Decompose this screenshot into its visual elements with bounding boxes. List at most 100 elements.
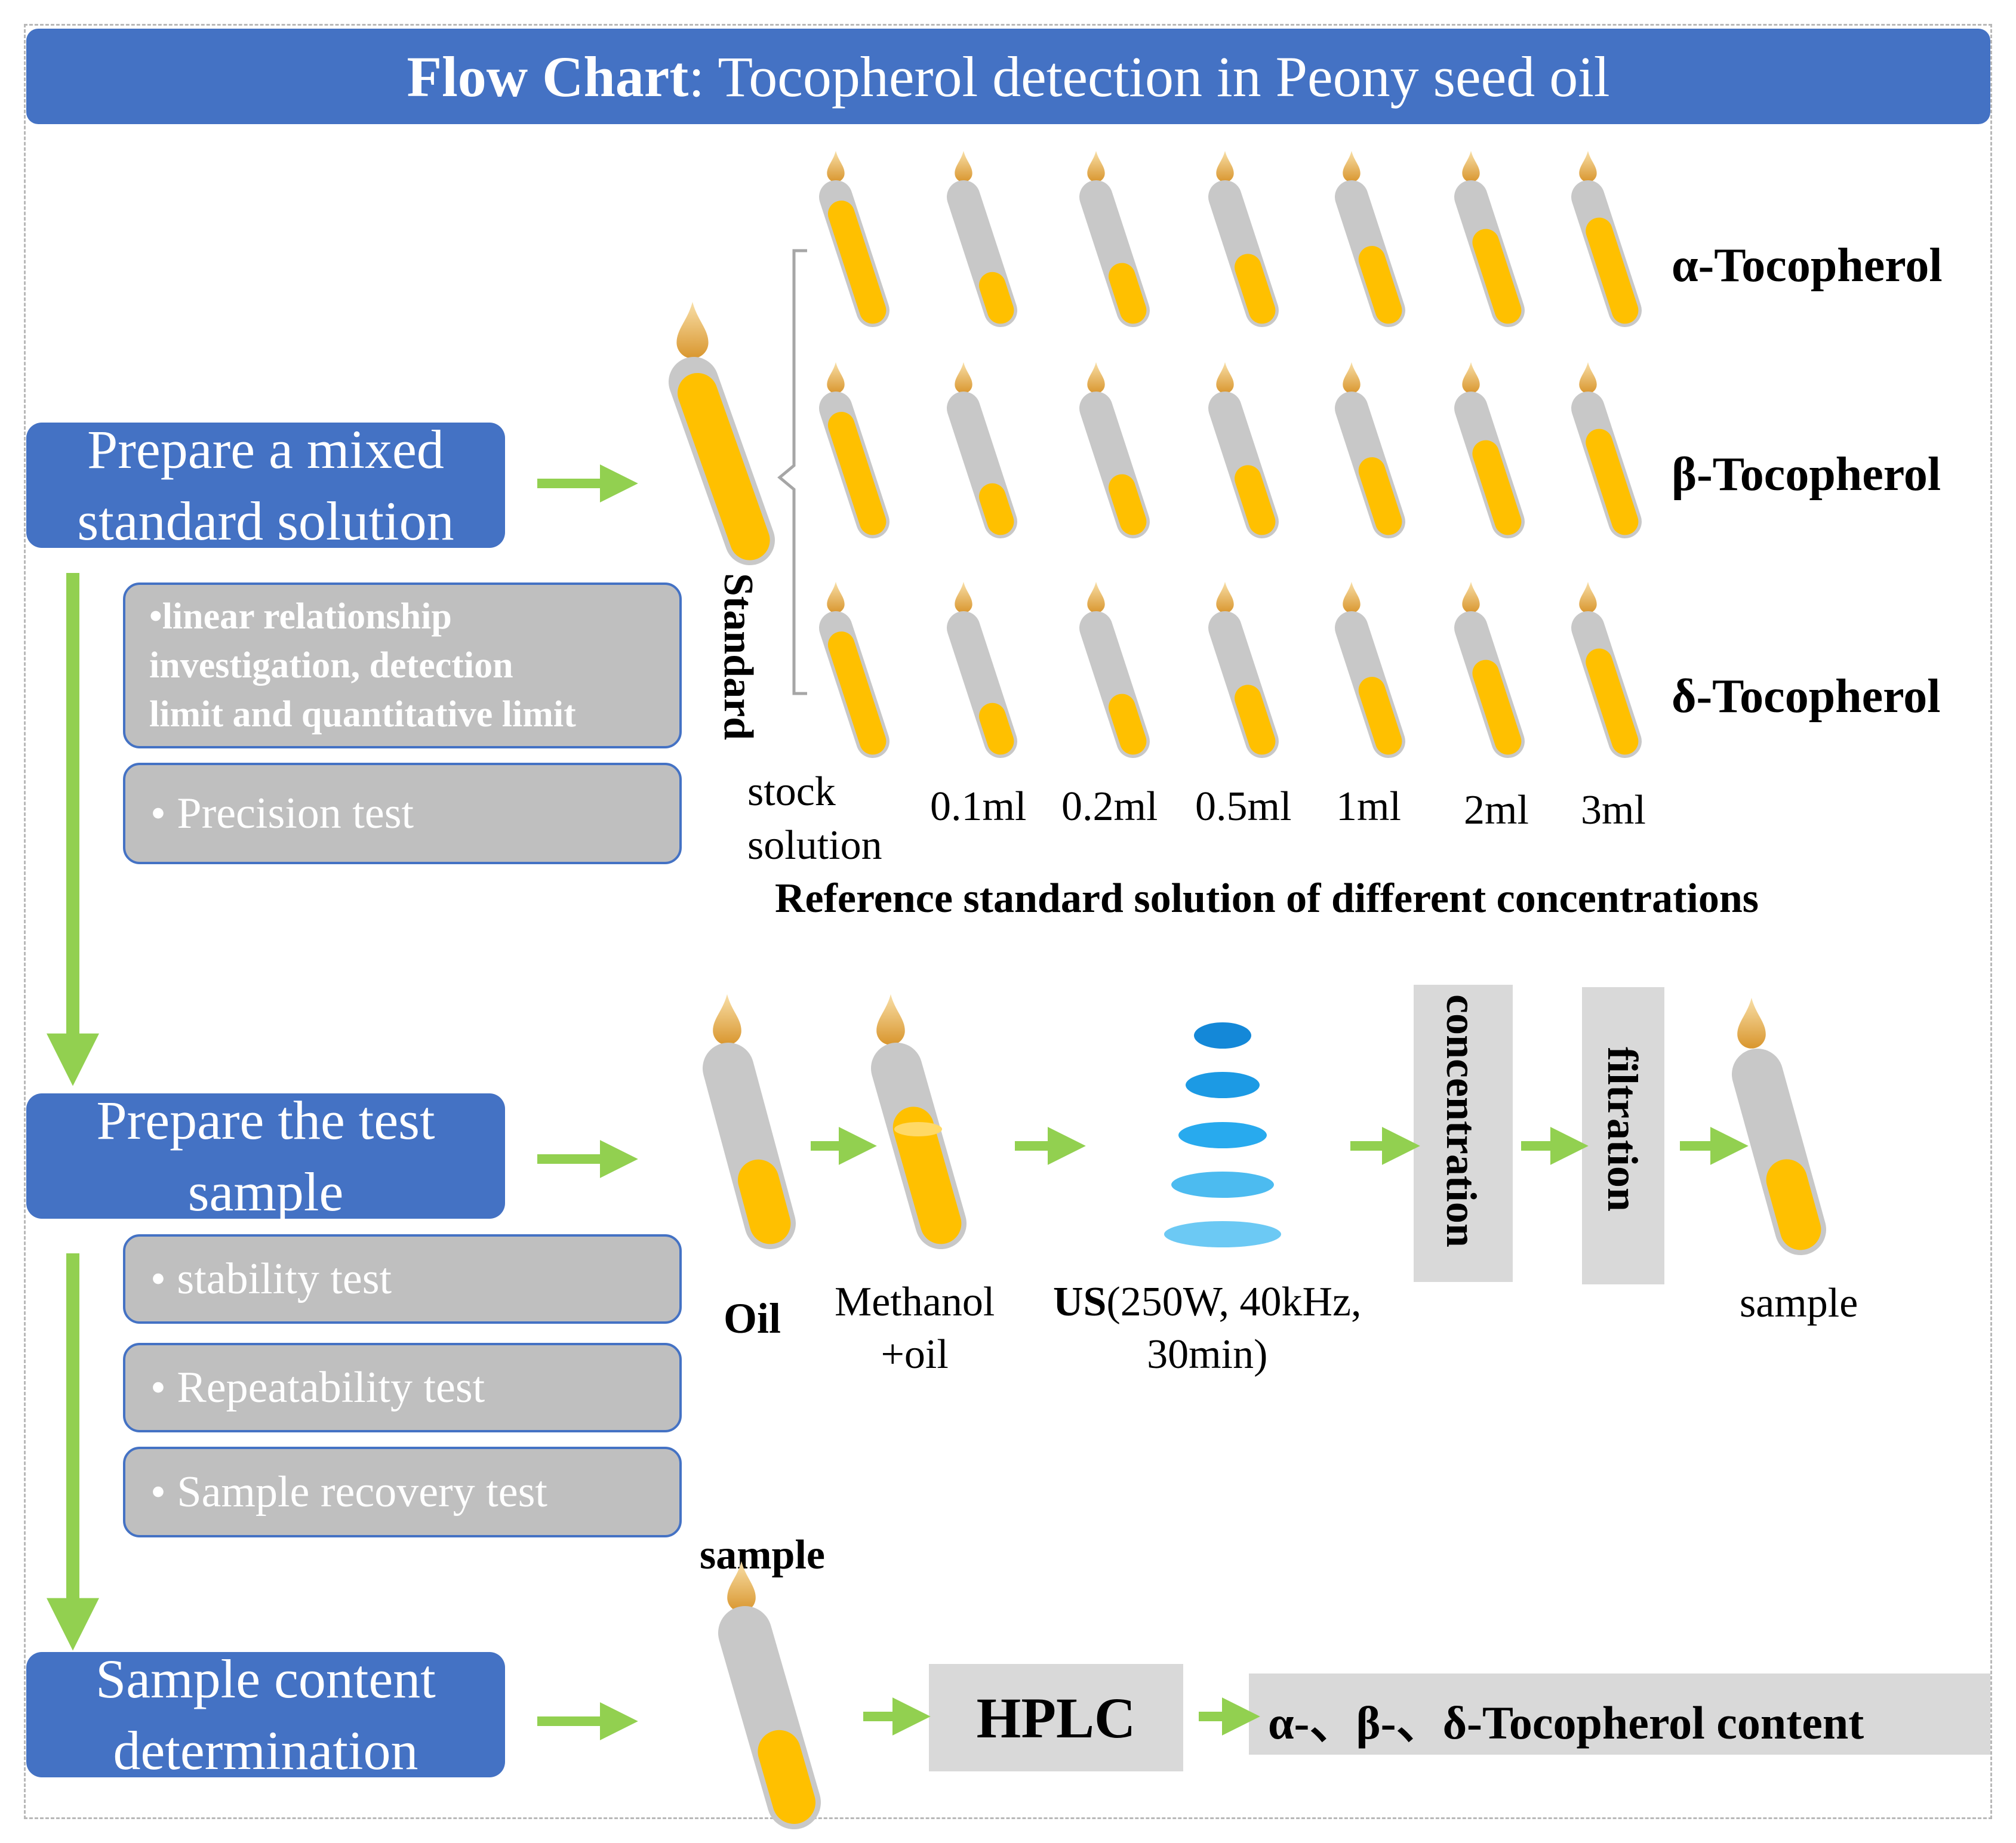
standard-drop-alpha-6 — [1579, 150, 1597, 183]
tube-liquid — [1586, 429, 1639, 535]
mixed-standard-tube-icon — [669, 357, 775, 565]
ultrasound-label-bold: US — [1053, 1279, 1107, 1325]
filtration-label: filtration — [1599, 1047, 1646, 1212]
col-label-stock: stock solution — [747, 769, 882, 868]
standard-drop-delta-1 — [955, 581, 972, 614]
methanol-drop-icon — [876, 994, 905, 1045]
standard-tube-delta-5 — [1454, 611, 1525, 758]
ultrasound-wave-4 — [1164, 1221, 1281, 1247]
tube-liquid — [1472, 229, 1522, 324]
tube-liquid — [827, 201, 887, 324]
standard-tube-alpha-3 — [1208, 180, 1279, 327]
standard-caption: Reference standard solution of different… — [775, 876, 1759, 922]
ultrasound-wave-0 — [1194, 1022, 1251, 1049]
standard-tube-beta-2 — [1079, 392, 1150, 538]
mixed-standard-drop-icon — [676, 301, 709, 359]
standard-tube-alpha-0 — [819, 180, 889, 327]
tube-liquid — [978, 702, 1014, 755]
standard-label: Standard — [715, 573, 761, 741]
determination-sample-tube-icon — [718, 1606, 821, 1829]
tube-liquid — [1472, 659, 1522, 755]
standard-drop-delta-5 — [1462, 581, 1480, 614]
tube-liquid — [1109, 474, 1147, 535]
standard-drop-alpha-1 — [955, 150, 972, 183]
col-label-2ml: 2ml — [1464, 787, 1529, 833]
outer-frame — [24, 24, 1992, 1819]
tube-liquid — [738, 1159, 791, 1244]
step-prepare-standard: Prepare a mixed standard solution — [26, 423, 505, 548]
standard-tube-beta-1 — [947, 392, 1017, 538]
tube-liquid — [827, 631, 887, 755]
tube-liquid — [892, 1107, 962, 1244]
standard-drop-alpha-2 — [1087, 150, 1105, 183]
test-linear-relationship: •linear relationship investigation, dete… — [123, 583, 682, 748]
ultrasound-wave-3 — [1171, 1172, 1274, 1198]
tube-liquid — [677, 372, 770, 560]
hplc-label: HPLC — [976, 1685, 1136, 1750]
tube-liquid — [1235, 254, 1276, 324]
tube-liquid — [1358, 457, 1402, 535]
determination-sample-label: sample — [700, 1532, 825, 1578]
standard-drop-beta-1 — [955, 362, 972, 394]
col-label-0-2ml: 0.2ml — [1061, 784, 1158, 830]
title-bold: Flow Chart — [407, 44, 689, 109]
standard-drop-alpha-5 — [1462, 150, 1480, 183]
col-label-1ml: 1ml — [1336, 784, 1401, 830]
standard-tube-alpha-5 — [1454, 180, 1525, 327]
standard-drop-beta-6 — [1579, 362, 1597, 394]
tube-liquid — [978, 483, 1014, 535]
standard-drop-delta-4 — [1343, 581, 1361, 614]
ultrasound-label-rest: (250W, 40kHz, 30min) — [1106, 1279, 1362, 1377]
tube-liquid — [1235, 685, 1276, 755]
standard-tube-delta-3 — [1208, 611, 1279, 758]
tube-liquid — [1586, 217, 1639, 324]
title-rest: : Tocopherol detection in Peony seed oil — [688, 44, 1610, 109]
concentration-label: concentration — [1438, 994, 1485, 1247]
tube-liquid — [978, 272, 1014, 324]
hplc-box: HPLC — [929, 1664, 1183, 1771]
tube-liquid — [827, 412, 887, 535]
standard-drop-delta-0 — [827, 581, 845, 614]
standard-drop-beta-2 — [1087, 362, 1105, 394]
tube-liquid — [1766, 1159, 1821, 1250]
result-box — [1249, 1674, 1990, 1755]
ultrasound-wave-2 — [1178, 1122, 1267, 1148]
standard-drop-delta-3 — [1216, 581, 1234, 614]
determination-drop-icon — [727, 1561, 756, 1612]
standard-drop-delta-6 — [1579, 581, 1597, 614]
col-label-3ml: 3ml — [1581, 787, 1646, 833]
standard-drop-alpha-0 — [827, 150, 845, 183]
row-label-delta: δ-Tocopherol — [1672, 670, 1941, 723]
standard-tube-beta-5 — [1454, 392, 1525, 538]
standard-tube-alpha-2 — [1079, 180, 1150, 327]
standard-tube-delta-2 — [1079, 611, 1150, 758]
chart-title: Flow Chart: Tocopherol detection in Peon… — [26, 29, 1990, 124]
standard-bracket — [777, 249, 807, 695]
standard-tube-alpha-4 — [1335, 180, 1405, 327]
standard-drop-delta-2 — [1087, 581, 1105, 614]
test-precision: • Precision test — [123, 763, 682, 864]
tube-liquid — [1235, 465, 1276, 535]
tube-liquid — [758, 1730, 815, 1824]
result-label: α-、β-、δ-Tocopherol content — [1268, 1697, 1864, 1749]
standard-drop-alpha-3 — [1216, 150, 1234, 183]
tube-liquid — [1472, 440, 1522, 535]
standard-drop-beta-4 — [1343, 362, 1361, 394]
step-prepare-test-sample: Prepare the test sample — [26, 1093, 505, 1219]
col-label-0-5ml: 0.5ml — [1195, 784, 1292, 830]
standard-tube-alpha-6 — [1571, 180, 1642, 327]
standard-drop-alpha-4 — [1343, 150, 1361, 183]
methanol-oil-tube-icon — [871, 1043, 967, 1249]
ultrasound-label: US(250W, 40kHz, 30min) — [1053, 1276, 1362, 1381]
standard-tube-delta-0 — [819, 611, 889, 758]
filtration-box — [1582, 987, 1664, 1284]
standard-drop-beta-0 — [827, 362, 845, 394]
step-content-determination: Sample content determination — [26, 1652, 505, 1777]
oil-label: Oil — [724, 1295, 781, 1342]
standard-tube-alpha-1 — [947, 180, 1017, 327]
standard-tube-beta-6 — [1571, 392, 1642, 538]
standard-tube-delta-1 — [947, 611, 1017, 758]
test-stability: • stability test — [123, 1234, 682, 1324]
sample-tube-icon — [1732, 1049, 1826, 1255]
